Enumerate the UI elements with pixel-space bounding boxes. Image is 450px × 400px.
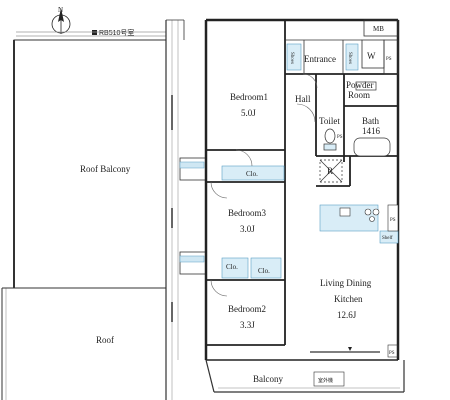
mb-box (363, 19, 399, 37)
r-label: R (327, 166, 333, 176)
outdoor-unit-label: 室外機 (318, 377, 333, 384)
shoes-label-right: Shoes (347, 52, 352, 64)
roof-label: Roof (96, 335, 114, 345)
bedroom3-name: Bedroom3 (228, 208, 266, 218)
ps-label-top: PS (386, 57, 392, 62)
closet-label-bedroom2: Clo. (258, 267, 270, 275)
closet-label-bedroom1: Clo. (246, 170, 258, 178)
ps-label-bottom: PS (389, 351, 395, 356)
shelf-label: Shelf (382, 236, 393, 241)
washer-label: W (367, 51, 376, 61)
ldk-name-line1: Living Dining (320, 278, 372, 288)
bedroom2-size: 3.3J (240, 320, 255, 330)
unit-number-label: RB510号室 (92, 28, 134, 38)
bedroom2-name: Bedroom2 (228, 304, 266, 314)
bath-line1: Bath (362, 116, 379, 126)
entrance-label: Entrance (304, 54, 336, 64)
toilet-label: Toilet (319, 116, 340, 126)
ldk-size: 12.6J (337, 310, 357, 320)
north-label: N (58, 6, 63, 14)
closet-label-bedroom3: Clo. (226, 263, 238, 271)
powder-room-line2: Room (348, 90, 370, 100)
ps-label-toilet: PS (337, 135, 343, 140)
ldk-name-line2: Kitchen (334, 294, 363, 304)
bedroom3-size: 3.0J (240, 224, 255, 234)
hall-label: Hall (295, 94, 311, 104)
entry-arrow-icon (348, 347, 352, 351)
bedroom1-name: Bedroom1 (230, 92, 268, 102)
mb-label: MB (373, 25, 384, 33)
ps-label-kitchen: PS (390, 218, 396, 223)
bath-line2: 1416 (362, 126, 381, 136)
shoes-label-left: Shoes (289, 52, 294, 64)
bedroom1-size: 5.0J (241, 108, 256, 118)
roof-balcony-label: Roof Balcony (80, 164, 131, 174)
balcony-label: Balcony (253, 374, 283, 384)
powder-room-line1: Powder (346, 80, 374, 90)
